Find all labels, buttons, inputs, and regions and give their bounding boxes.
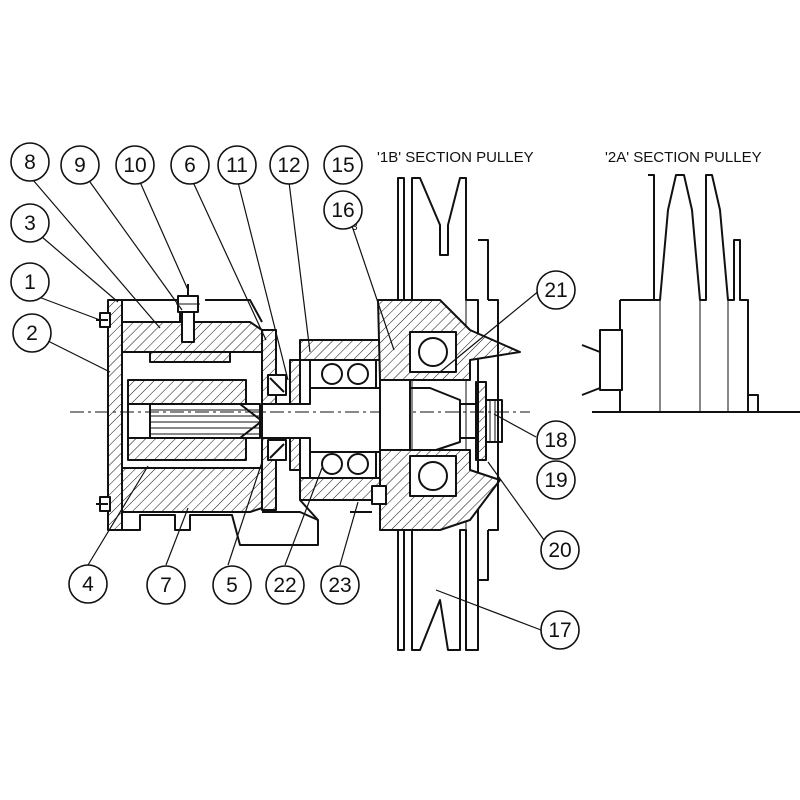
callout-bubble-5 bbox=[212, 565, 252, 605]
callout-label-20: 20 bbox=[548, 539, 571, 562]
callout-label-19: 19 bbox=[544, 469, 567, 492]
callout-label-1: 1 bbox=[24, 271, 36, 294]
callout-label-12: 12 bbox=[277, 154, 300, 177]
callout-bubble-16 bbox=[323, 190, 363, 230]
callout-label-3: 3 bbox=[24, 212, 36, 235]
callout-bubble-2 bbox=[12, 313, 52, 353]
leader-lines bbox=[32, 179, 545, 631]
callout-label-2: 2 bbox=[26, 322, 38, 345]
impeller-upper bbox=[127, 379, 247, 405]
impeller-hub bbox=[127, 403, 151, 439]
callout-label-5: 5 bbox=[226, 574, 238, 597]
callout-label-10: 10 bbox=[123, 154, 146, 177]
callout-bubble-11 bbox=[217, 145, 257, 185]
pulley-bearing-lower bbox=[409, 455, 457, 497]
callout-bubble-8 bbox=[10, 142, 50, 182]
impeller-lower bbox=[127, 437, 247, 461]
callout-label-18: 18 bbox=[544, 429, 567, 452]
sub-mark: 3 bbox=[352, 222, 358, 233]
impeller-splines bbox=[149, 403, 263, 439]
callout-label-22: 22 bbox=[273, 574, 296, 597]
callout-label-21: 21 bbox=[544, 279, 567, 302]
caption-2a-section-pulley: '2A' SECTION PULLEY bbox=[605, 149, 762, 166]
callout-bubble-15 bbox=[323, 145, 363, 185]
callout-label-8: 8 bbox=[24, 151, 36, 174]
callout-bubble-1 bbox=[10, 262, 50, 302]
callout-bubble-21 bbox=[536, 270, 576, 310]
callout-label-15: 15 bbox=[331, 154, 354, 177]
callout-bubble-17 bbox=[540, 610, 580, 650]
hub-bolt bbox=[371, 485, 387, 505]
callout-bubble-3 bbox=[10, 203, 50, 243]
callout-bubble-4 bbox=[68, 564, 108, 604]
callout-label-17: 17 bbox=[548, 619, 571, 642]
callout-label-7: 7 bbox=[160, 574, 172, 597]
callout-bubble-7 bbox=[146, 565, 186, 605]
callout-label-6: 6 bbox=[184, 154, 196, 177]
callout-bubble-6 bbox=[170, 145, 210, 185]
pulley-1b bbox=[350, 177, 521, 651]
callout-bubble-20 bbox=[540, 530, 580, 570]
caption-1b-section-pulley: '1B' SECTION PULLEY bbox=[377, 149, 534, 166]
callout-label-11: 11 bbox=[226, 154, 248, 177]
pulley-spacer bbox=[379, 379, 411, 451]
ball-bearing-upper bbox=[309, 359, 377, 389]
callout-bubble-23 bbox=[320, 565, 360, 605]
callout-label-9: 9 bbox=[74, 154, 86, 177]
callout-bubble-10 bbox=[115, 145, 155, 185]
callout-bubble-12 bbox=[269, 145, 309, 185]
pulley-2a bbox=[581, 174, 800, 413]
callout-bubble-18 bbox=[536, 420, 576, 460]
callout-label-23: 23 bbox=[328, 574, 351, 597]
end-cover-plate bbox=[107, 299, 123, 531]
callout-label-4: 4 bbox=[82, 573, 94, 596]
callout-bubble-22 bbox=[265, 565, 305, 605]
callout-bubble-19 bbox=[536, 460, 576, 500]
shaft-washer bbox=[475, 381, 487, 461]
pulley-bearing-upper bbox=[409, 331, 457, 373]
cam bbox=[149, 351, 231, 363]
pulley-2a-hub bbox=[599, 329, 623, 391]
callout-bubble-9 bbox=[60, 145, 100, 185]
callout-label-16: 16 bbox=[331, 199, 354, 222]
